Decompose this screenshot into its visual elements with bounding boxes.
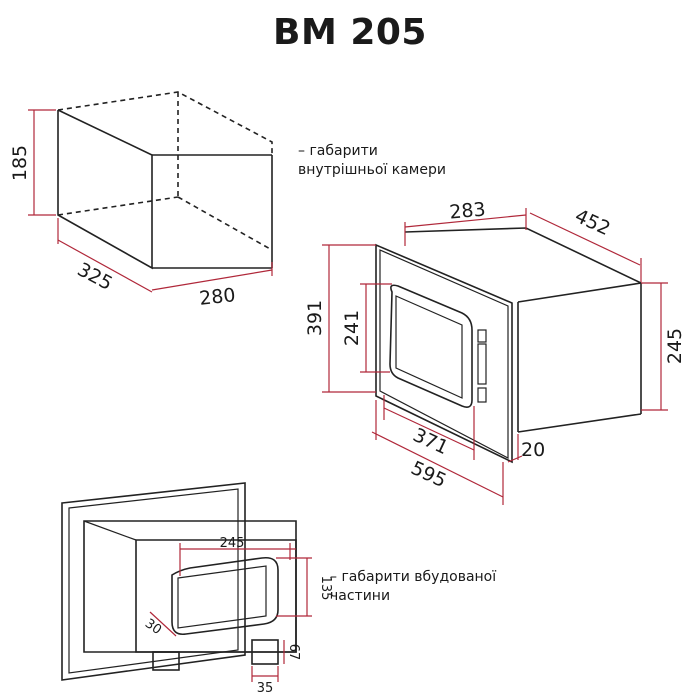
dim-line-595: [371, 431, 504, 498]
dim-label-185: 185: [9, 145, 31, 181]
rear-back-plate-inner: [68, 488, 239, 674]
inner-chamber-caption: – габарити внутрішньої камери: [298, 142, 446, 180]
rear-back-plate: [61, 482, 246, 681]
oven-perspective-drawing: 283 452 391 241 245 371 595 20: [304, 198, 686, 505]
dim-line-30: [149, 611, 177, 637]
oven-body-bottom: [517, 413, 642, 433]
dim-label-245-side: 245: [664, 328, 686, 364]
rear-body-top-left: [83, 520, 137, 541]
dim-line-283: [404, 214, 527, 228]
oven-display-panel: [477, 343, 487, 385]
oven-front-inner-edge: [379, 249, 509, 459]
built-in-caption: – габарити вбудованої частини: [330, 568, 496, 606]
dim-line-325: [57, 239, 153, 293]
inner-chamber-caption-line2: внутрішньої камери: [298, 162, 446, 178]
built-in-caption-line2: частини: [330, 588, 391, 604]
dim-label-245-rear: 245: [220, 536, 245, 551]
dim-label-325: 325: [74, 258, 116, 294]
dim-label-283: 283: [448, 198, 486, 223]
inner-chamber-caption-line1: – габарити: [298, 143, 378, 159]
dim-label-391: 391: [304, 300, 326, 336]
rear-foot-left: [152, 651, 180, 671]
rear-opening: [171, 556, 279, 636]
oven-front-frame: [375, 243, 513, 464]
built-in-caption-line1: – габарити вбудованої: [330, 569, 497, 585]
dim-label-30: 30: [142, 616, 164, 638]
rear-opening-inner: [177, 565, 267, 629]
dim-line-371: [383, 407, 475, 451]
dim-label-280: 280: [198, 284, 236, 310]
dim-label-241: 241: [341, 310, 363, 346]
dim-label-20: 20: [521, 439, 545, 461]
oven-knob-bottom: [477, 387, 487, 403]
page-title: BM 205: [273, 12, 427, 53]
inner-front-face: [57, 109, 153, 270]
dim-line-452: [529, 212, 641, 266]
inner-hidden-top: [57, 91, 273, 155]
inner-chamber-drawing: 185 325 280: [9, 91, 273, 310]
dim-line-20: [507, 455, 523, 463]
rear-foot-right: [251, 639, 279, 665]
dim-label-595: 595: [407, 457, 449, 492]
rear-body-front: [135, 539, 297, 653]
dim-label-135: 135: [318, 576, 333, 601]
oven-body-top: [404, 227, 644, 303]
oven-window: [389, 284, 473, 408]
oven-knob-top: [477, 329, 487, 343]
inner-hidden-bottom-right: [177, 196, 273, 251]
inner-hidden-bottom-left: [57, 196, 179, 216]
dim-line-280: [151, 269, 273, 291]
dim-label-452: 452: [571, 205, 613, 240]
dim-label-67: 67: [286, 644, 301, 661]
dim-label-35: 35: [257, 681, 274, 696]
built-in-drawing: 245 135 30 67 35: [61, 482, 333, 696]
oven-window-inner: [395, 295, 463, 399]
